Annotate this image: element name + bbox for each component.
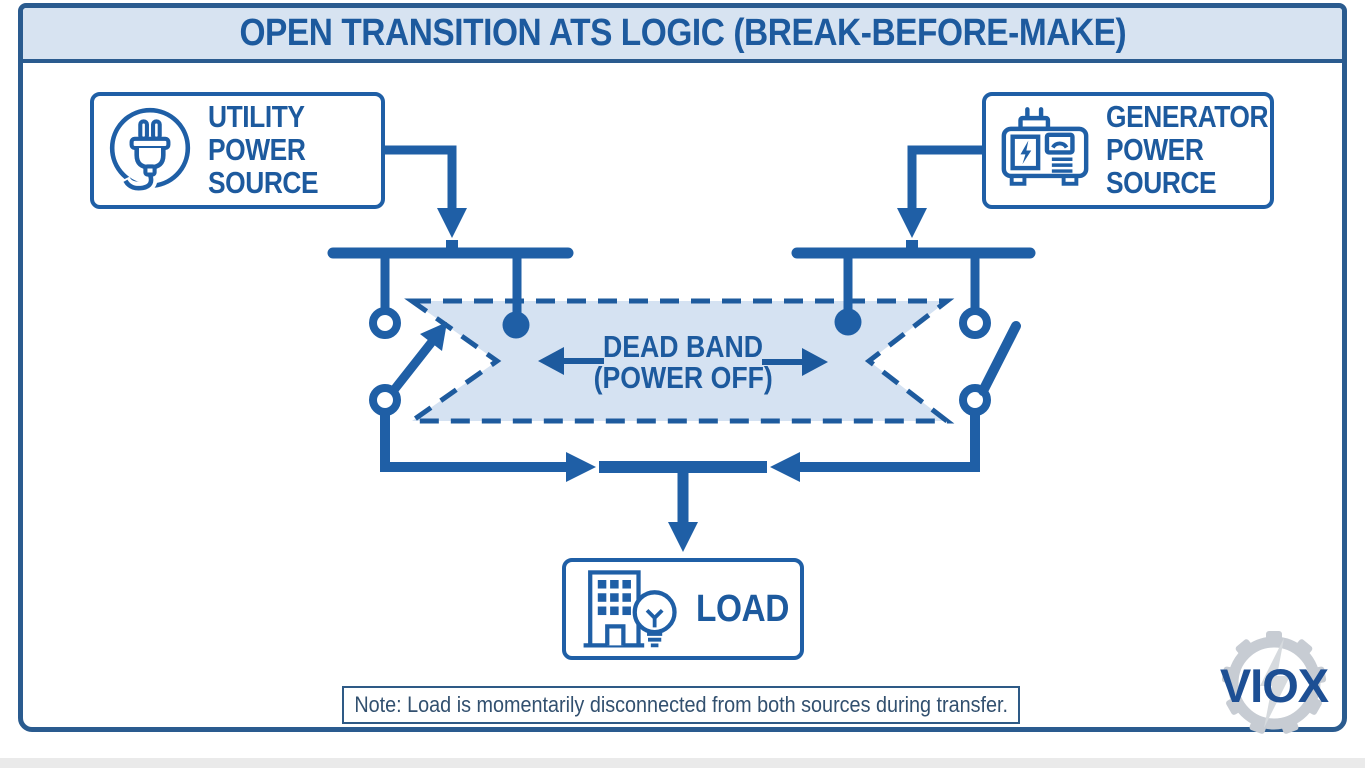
- generator-icon: [996, 101, 1094, 200]
- generator-bus-tap: [906, 240, 918, 249]
- note-box: Note: Load is momentarily disconnected f…: [342, 686, 1020, 724]
- right-load-path: [800, 411, 980, 472]
- left-switch-arrowhead: [420, 322, 447, 351]
- dead-band-left-arrowhead: [538, 347, 564, 375]
- utility-feed-arrow: [437, 208, 467, 238]
- title-band: OPEN TRANSITION ATS LOGIC (BREAK-BEFORE-…: [23, 8, 1342, 63]
- utility-source-label: UTILITY POWER SOURCE: [208, 99, 338, 200]
- utility-line-2: POWER: [208, 132, 306, 168]
- load-box: LOAD: [562, 558, 804, 660]
- generator-line-3: SOURCE: [1106, 164, 1217, 200]
- brand-logo: VIOX: [1188, 612, 1360, 757]
- utility-source-box: UTILITY POWER SOURCE: [90, 92, 385, 209]
- utility-feed-line: [383, 145, 457, 212]
- building-bulb-icon: [576, 562, 684, 657]
- dead-band-right-arrowhead: [802, 348, 828, 376]
- page-title: OPEN TRANSITION ATS LOGIC (BREAK-BEFORE-…: [239, 12, 1126, 54]
- dead-band-line-2: (POWER OFF): [593, 360, 773, 395]
- right-switch-arm: [978, 321, 1021, 396]
- plug-icon: [104, 102, 196, 199]
- dead-band-region: [404, 298, 955, 424]
- right-load-arrowhead: [770, 452, 800, 482]
- page-margin-strip: [0, 758, 1365, 768]
- left-switch-arm: [389, 338, 436, 395]
- load-label: LOAD: [696, 587, 789, 630]
- generator-source-label: GENERATOR POWER SOURCE: [1106, 99, 1297, 200]
- utility-line-1: UTILITY: [208, 99, 305, 135]
- generator-line-2: POWER: [1106, 132, 1204, 168]
- brand-logo-text: VIOX: [1219, 659, 1329, 712]
- utility-line-3: SOURCE: [208, 164, 319, 200]
- dead-band-label: DEAD BAND (POWER OFF): [533, 331, 833, 393]
- left-load-arrowhead: [566, 452, 596, 482]
- generator-line-1: GENERATOR: [1106, 99, 1269, 135]
- right-deadband-node: [834, 308, 862, 336]
- left-load-path: [380, 411, 566, 472]
- note-text: Note: Load is momentarily disconnected f…: [354, 692, 1008, 717]
- generator-feed-line: [907, 145, 984, 212]
- left-upper-contact: [369, 307, 401, 339]
- right-upper-contact: [959, 307, 991, 339]
- left-deadband-node: [502, 311, 530, 339]
- generator-source-box: GENERATOR POWER SOURCE: [982, 92, 1274, 209]
- load-feed-arrowhead: [668, 522, 698, 552]
- dead-band-line-1: DEAD BAND: [603, 329, 763, 364]
- generator-feed-arrow: [897, 208, 927, 238]
- utility-bus-tap: [446, 240, 458, 249]
